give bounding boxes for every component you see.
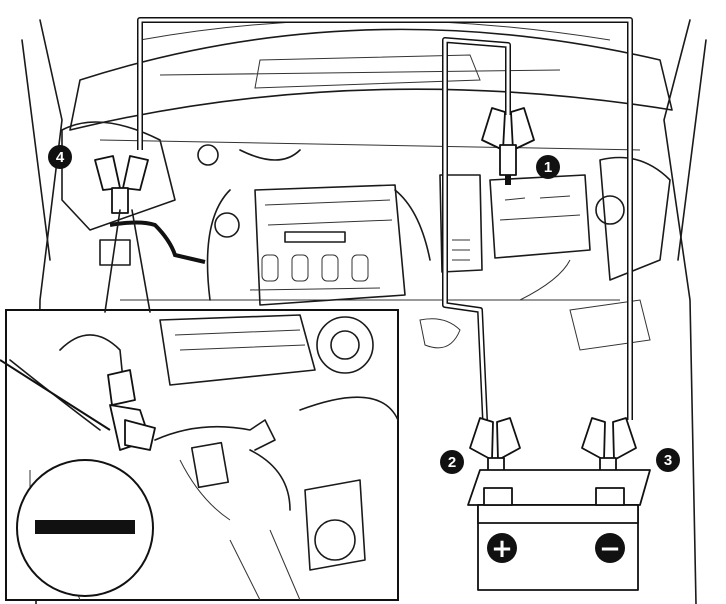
inset-negative-icon xyxy=(35,520,135,534)
marker-1: 1 xyxy=(536,155,560,179)
booster-battery: + − xyxy=(468,470,650,590)
battery-negative-symbol: − xyxy=(599,534,621,564)
svg-text:1: 1 xyxy=(544,159,552,176)
svg-text:4: 4 xyxy=(56,149,65,166)
svg-text:3: 3 xyxy=(664,452,672,469)
battery-positive-symbol: + xyxy=(491,534,513,564)
marker-2: 2 xyxy=(440,450,464,474)
marker-4: 4 xyxy=(48,145,72,169)
clamp-positive-dead-battery xyxy=(482,108,534,175)
marker-3: 3 xyxy=(656,448,680,472)
svg-text:2: 2 xyxy=(448,454,456,471)
clamp-negative-ground xyxy=(95,156,148,213)
jumper-cable-positive xyxy=(445,40,508,420)
